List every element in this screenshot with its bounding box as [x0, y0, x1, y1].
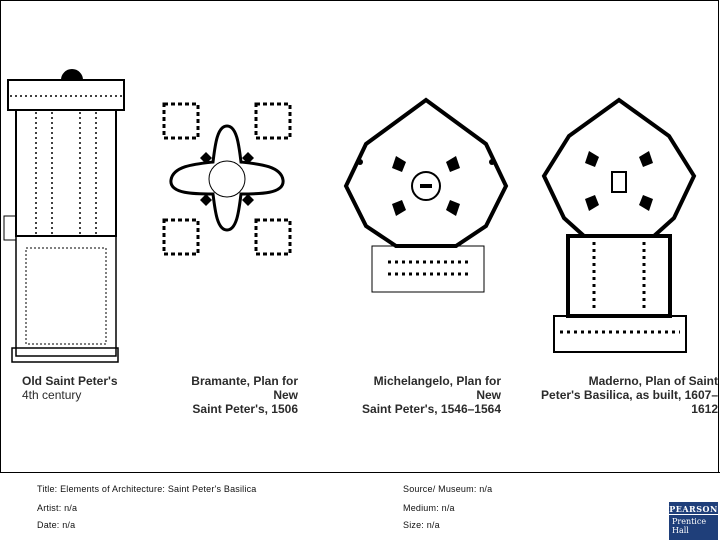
logo-text: Prentice Hall	[672, 517, 706, 535]
logo-line2: Hall	[672, 526, 689, 535]
caption-bramante: Bramante, Plan for New Saint Peter's, 15…	[168, 374, 298, 416]
caption-michelangelo: Michelangelo, Plan for New Saint Peter's…	[346, 374, 501, 416]
caption-old-saint-peters: Old Saint Peter's 4th century	[22, 374, 118, 402]
meta-artist: Artist: n/a	[37, 503, 78, 513]
pearson-logo: PEARSON Prentice Hall	[669, 502, 718, 540]
logo-line1: Prentice	[672, 517, 707, 526]
caption-old-line2: 4th century	[22, 388, 82, 402]
meta-title: Title: Elements of Architecture: Saint P…	[37, 484, 257, 494]
meta-date: Date: n/a	[37, 520, 76, 530]
caption-old-line1: Old Saint Peter's	[22, 374, 118, 388]
caption-bramante-line1: Bramante, Plan for New	[191, 374, 298, 402]
caption-michelangelo-line2: Saint Peter's, 1546–1564	[362, 402, 501, 416]
meta-medium: Medium: n/a	[403, 503, 455, 513]
meta-size: Size: n/a	[403, 520, 440, 530]
image-frame	[0, 0, 719, 472]
michelangelo-plan	[343, 97, 509, 293]
meta-source: Source/ Museum: n/a	[403, 484, 493, 494]
maderno-plan	[541, 97, 697, 353]
bramante-plan	[162, 102, 292, 256]
logo-bar	[669, 514, 718, 515]
caption-michelangelo-line1: Michelangelo, Plan for New	[373, 374, 501, 402]
divider-line	[0, 472, 720, 473]
caption-maderno-line2: Peter's Basilica, as built, 1607–1612	[541, 388, 718, 416]
caption-maderno: Maderno, Plan of Saint Peter's Basilica,…	[530, 374, 718, 416]
caption-maderno-line1: Maderno, Plan of Saint	[588, 374, 718, 388]
old-saint-peters-plan	[3, 69, 125, 363]
caption-bramante-line2: Saint Peter's, 1506	[192, 402, 298, 416]
logo-brand: PEARSON	[669, 504, 718, 514]
